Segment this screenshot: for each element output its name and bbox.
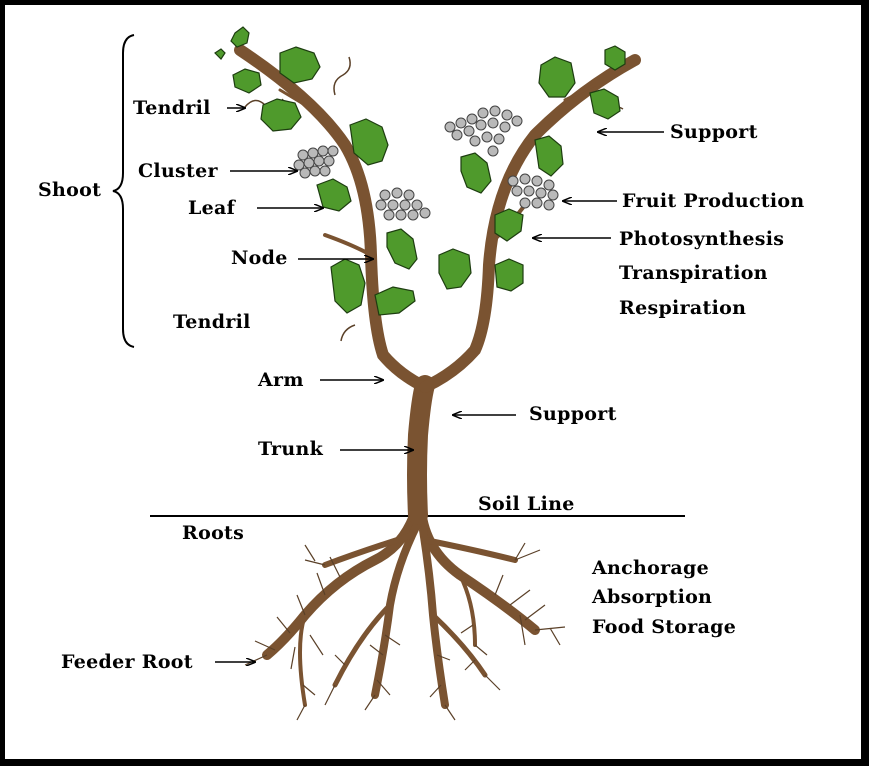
label-soil-line: Soil Line: [478, 493, 575, 515]
diagram-canvas: Shoot Tendril Cluster Leaf Node Tendril …: [5, 5, 861, 759]
grape-cluster: [375, 187, 431, 221]
label-transpiration: Transpiration: [619, 262, 768, 284]
label-photosynthesis: Photosynthesis: [619, 228, 785, 250]
label-support-top: Support: [670, 121, 758, 143]
label-leaf: Leaf: [188, 197, 236, 219]
vine-wood: [234, 44, 641, 525]
label-roots: Roots: [182, 522, 245, 544]
label-arm: Arm: [258, 369, 304, 391]
label-fruit-production: Fruit Production: [622, 190, 805, 212]
label-tendril-top: Tendril: [133, 97, 211, 119]
feeder-roots: [244, 542, 566, 721]
grapevine-illustration: [112, 26, 685, 721]
shoot-brace: [112, 34, 135, 348]
label-tendril-bottom: Tendril: [173, 311, 251, 333]
label-node: Node: [231, 247, 288, 269]
label-shoot: Shoot: [38, 179, 102, 201]
leaves: [214, 26, 626, 316]
label-anchorage: Anchorage: [592, 557, 710, 579]
label-respiration: Respiration: [619, 297, 747, 319]
label-feeder-root: Feeder Root: [61, 651, 193, 673]
label-cluster: Cluster: [138, 160, 218, 182]
grape-cluster: [293, 145, 339, 179]
grape-cluster: [444, 105, 523, 157]
label-food-storage: Food Storage: [592, 616, 737, 638]
root-system: [262, 505, 540, 709]
leader-arrows: [215, 108, 664, 662]
label-support-trunk: Support: [529, 403, 617, 425]
label-trunk: Trunk: [258, 438, 324, 460]
label-absorption: Absorption: [592, 586, 713, 608]
grape-clusters: [293, 105, 559, 221]
grape-cluster: [507, 173, 559, 211]
